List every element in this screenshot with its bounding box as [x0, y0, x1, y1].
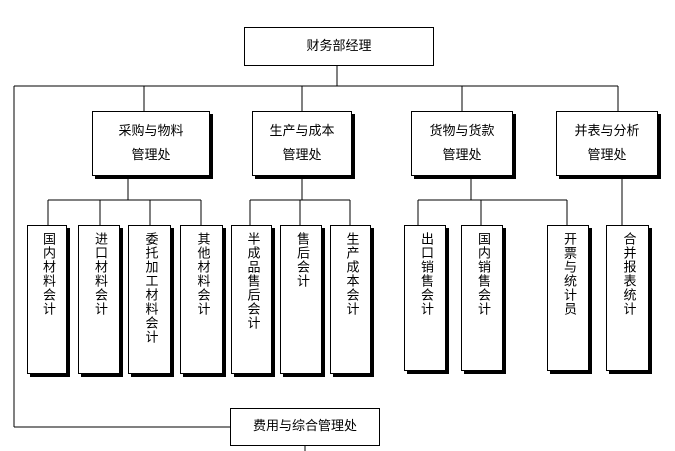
role-production-cost-label: 生产成本会计 — [343, 232, 359, 316]
role-export-sales-node: 出口销售会计 — [404, 225, 446, 371]
dept-production-node: 生产与成本 管理处 — [252, 111, 352, 176]
role-domestic-material-label: 国内材料会计 — [40, 232, 55, 316]
role-semifinished-label: 半成品售后会计 — [244, 232, 260, 330]
finance-manager-node: 财务部经理 — [244, 27, 434, 66]
expense-admin-label: 费用与综合管理处 — [252, 419, 357, 434]
role-processing-material-node: 委托加工材料会计 — [128, 225, 171, 374]
dept-procurement-line1: 采购与物料 — [118, 123, 184, 139]
role-invoicing-node: 开票与统计员 — [547, 225, 589, 371]
role-semifinished-node: 半成品售后会计 — [231, 225, 272, 374]
role-domestic-material-node: 国内材料会计 — [27, 225, 67, 374]
role-domestic-sales-node: 国内销售会计 — [461, 225, 503, 371]
dept-procurement-node: 采购与物料 管理处 — [92, 111, 210, 176]
role-import-material-node: 进口材料会计 — [78, 225, 120, 374]
dept-analysis-line1: 并表与分析 — [574, 123, 640, 139]
dept-procurement-line2: 管理处 — [131, 147, 171, 163]
dept-production-line2: 管理处 — [282, 147, 322, 163]
dept-goods-line2: 管理处 — [442, 147, 482, 163]
dept-analysis-node: 并表与分析 管理处 — [556, 111, 658, 176]
role-invoicing-label: 开票与统计员 — [561, 232, 576, 316]
role-production-cost-node: 生产成本会计 — [330, 225, 371, 374]
role-other-material-node: 其他材料会计 — [180, 225, 223, 374]
role-other-material-label: 其他材料会计 — [194, 232, 210, 316]
dept-goods-node: 货物与货款 管理处 — [411, 111, 513, 176]
role-aftersales-node: 售后会计 — [280, 225, 322, 374]
dept-goods-line1: 货物与货款 — [429, 123, 495, 139]
dept-production-line1: 生产与成本 — [269, 123, 335, 139]
role-consolidated-label: 合并报表统计 — [620, 232, 636, 316]
role-processing-material-label: 委托加工材料会计 — [142, 232, 158, 344]
role-import-material-label: 进口材料会计 — [92, 232, 107, 316]
finance-manager-label: 财务部经理 — [306, 38, 372, 54]
role-consolidated-node: 合并报表统计 — [606, 225, 649, 371]
role-export-sales-label: 出口销售会计 — [418, 232, 433, 316]
expense-admin-node: 费用与综合管理处 — [230, 408, 380, 446]
dept-analysis-line2: 管理处 — [587, 147, 627, 163]
role-domestic-sales-label: 国内销售会计 — [475, 232, 490, 316]
role-aftersales-label: 售后会计 — [294, 232, 309, 288]
